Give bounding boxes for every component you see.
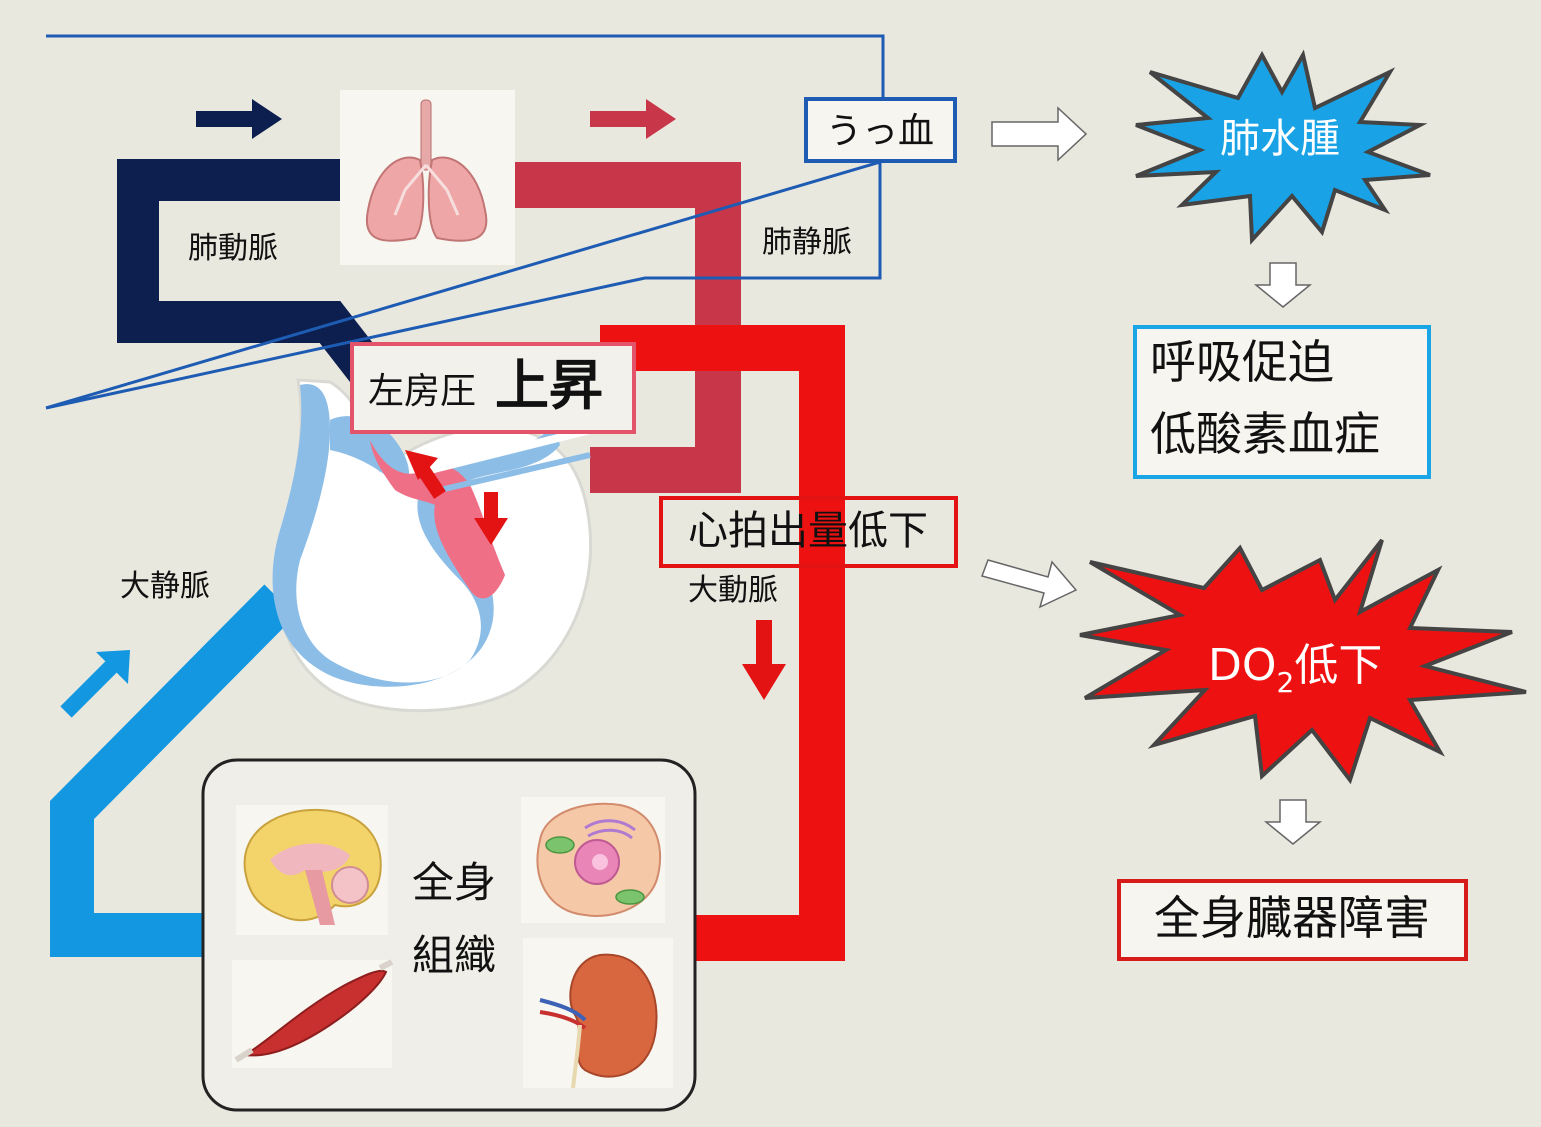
organ-failure-label: 全身臓器障害: [1154, 891, 1430, 945]
body-tissue-label-1: 全身: [412, 858, 496, 907]
la-pressure-label: 左房圧: [368, 371, 476, 412]
la-pressure-rise-label: 上昇: [495, 354, 603, 417]
respiratory-frame: [1133, 325, 1431, 479]
pulmonary-artery-label: 肺動脈: [188, 231, 278, 266]
respiratory-distress-label: 呼吸促迫: [1150, 335, 1334, 389]
muscle-illustration: [232, 959, 394, 1068]
do2-subscript: 2: [1277, 666, 1295, 699]
brain-illustration: [236, 805, 388, 935]
congestion-label: うっ血: [826, 111, 934, 152]
pulmonary-edema-burst: [1135, 49, 1431, 245]
kidney-illustration: [523, 938, 673, 1089]
cell-illustration: [521, 797, 665, 923]
cardiac-output-frame: [659, 496, 958, 568]
vena-cava-flow-arrow: [60, 650, 130, 718]
output-to-do2-arrow: [981, 559, 1078, 609]
do2-burst: [1079, 538, 1527, 785]
cardiac-output-label: 心拍出量低下: [688, 508, 928, 554]
lungs-illustration: [340, 90, 515, 265]
lv-flow-arrow-down: [474, 492, 508, 545]
aorta-vessel: [600, 325, 845, 961]
organ-failure-frame: [1117, 879, 1468, 961]
do2-to-organ-arrow: [1263, 799, 1323, 845]
do2-suffix: 低下: [1294, 640, 1382, 691]
do2-main: DO: [1208, 640, 1277, 691]
congestion-to-edema-arrow: [991, 106, 1088, 162]
congestion-frame: [804, 97, 957, 163]
aorta-flow-arrow: [742, 620, 786, 700]
congestion-region-outline: [45, 34, 885, 410]
do2-label: DO2低下: [1208, 640, 1382, 699]
vena-cava-label: 大静脈: [120, 569, 210, 604]
edema-to-resp-arrow: [1253, 262, 1313, 308]
aorta-label: 大動脈: [688, 573, 778, 608]
body-tissue-label-2: 組織: [412, 931, 496, 980]
la-pressure-frame: [350, 342, 636, 434]
la-pressure-arrow-up: [405, 450, 446, 499]
pulmonary-vein-label: 肺静脈: [762, 225, 852, 260]
hypoxemia-label: 低酸素血症: [1150, 407, 1380, 461]
heart-illustration: [272, 378, 593, 713]
pulmonary-edema-label: 肺水腫: [1220, 116, 1340, 162]
pulmonary-artery-vessel: [117, 159, 392, 393]
vena-cava-vessel: [50, 584, 296, 957]
pulmonary-artery-flow-arrow: [196, 99, 282, 139]
pulmonary-vein-flow-arrow: [590, 99, 676, 139]
